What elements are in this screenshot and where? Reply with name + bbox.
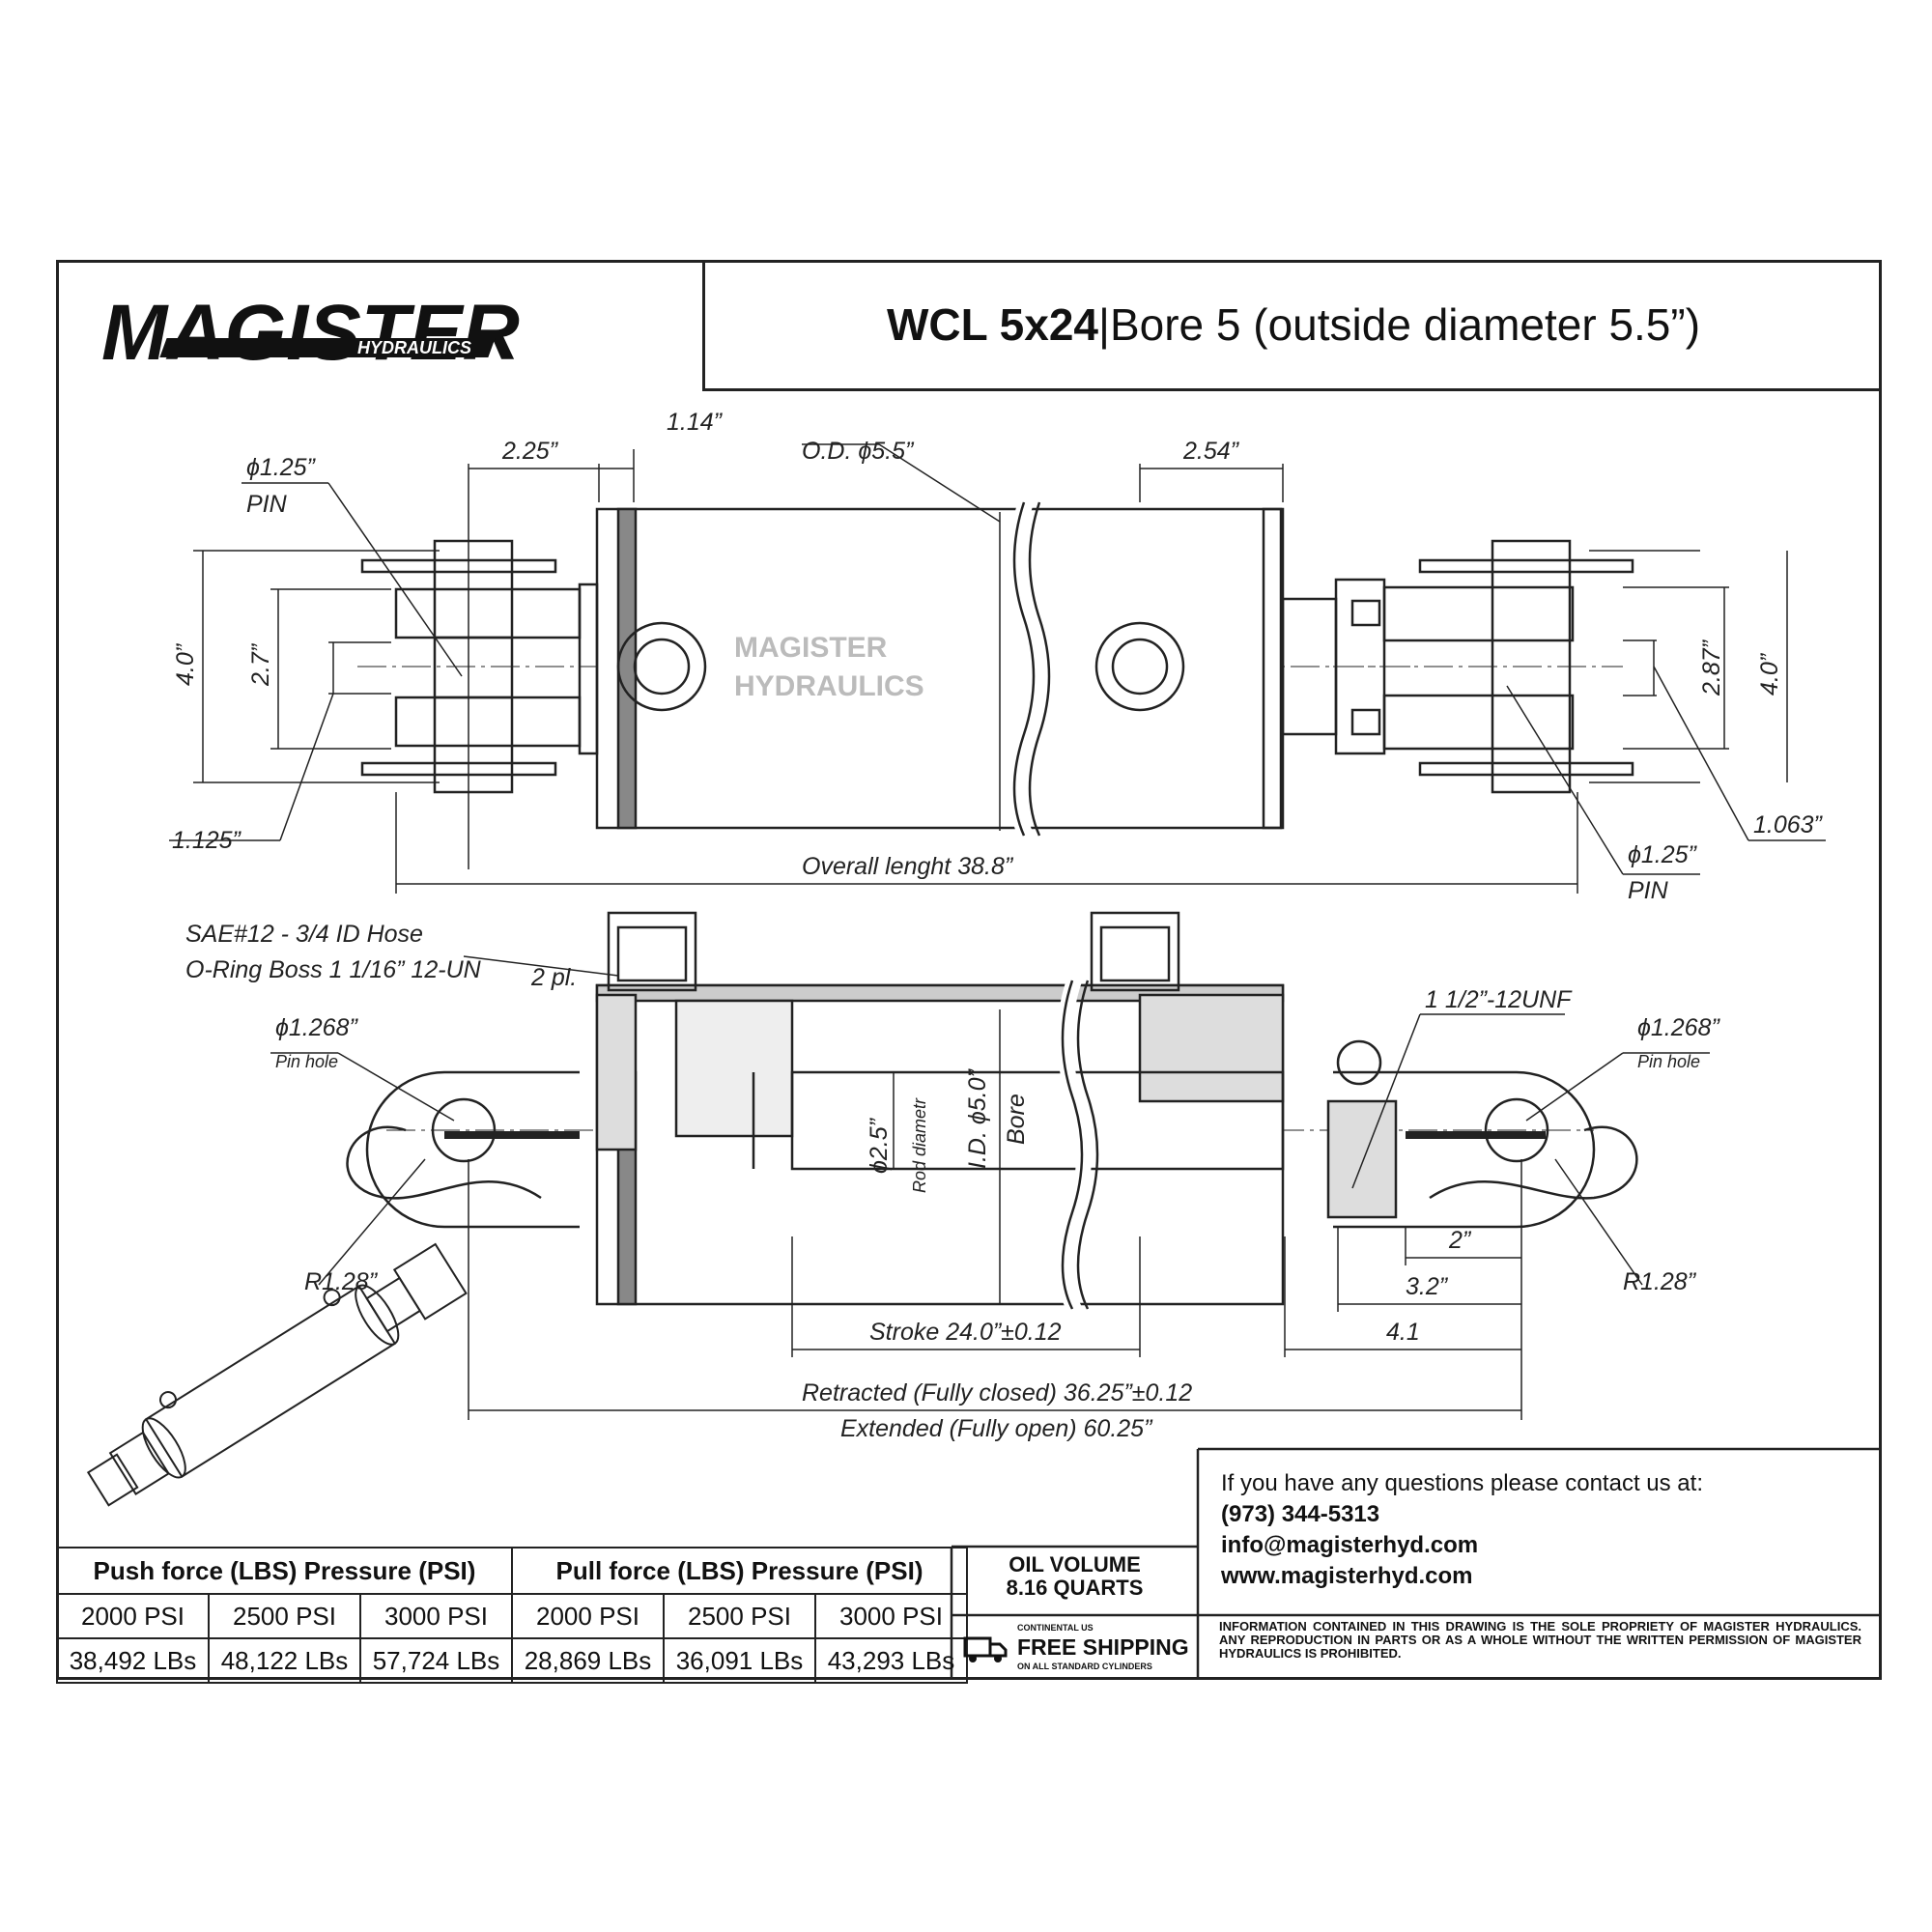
dim-pinhole-left: ϕ1.268” [275, 1014, 358, 1041]
title-separator: | [1098, 298, 1110, 350]
pressure-cell: 2000 PSI [56, 1593, 210, 1639]
pressure-cell: 2000 PSI [511, 1593, 665, 1639]
section-dimension-lines [270, 955, 1710, 1420]
sae-label-line1: SAE#12 - 3/4 ID Hose [185, 921, 423, 948]
force-cell: 28,869 LBs [511, 1637, 665, 1684]
pinhole-right-label: Pin hole [1637, 1052, 1700, 1071]
dim-4-1: 4.1 [1386, 1319, 1420, 1346]
contact-email[interactable]: info@magisterhyd.com [1221, 1532, 1479, 1558]
dim-od: O.D. ϕ5.5” [802, 438, 915, 465]
force-cell: 57,724 LBs [359, 1637, 513, 1684]
pin-left-label: PIN [246, 491, 288, 518]
dim-radius-left: R1.28” [304, 1268, 379, 1295]
shipping-subtitle: ON ALL STANDARD CYLINDERS [1017, 1662, 1152, 1671]
top-dimension-lines [169, 443, 1826, 894]
dim-2-54: 2.54” [1182, 438, 1240, 465]
dim-2: 2” [1448, 1227, 1472, 1254]
truck-icon [963, 1636, 1008, 1662]
shipping-title: FREE SHIPPING [1017, 1634, 1189, 1660]
contact-phone[interactable]: (973) 344-5313 [1221, 1501, 1380, 1527]
brand-logo: MAGISTER HYDRAULICS [101, 289, 520, 377]
dim-radius-right: R1.28” [1623, 1268, 1697, 1295]
dim-pin-right: ϕ1.25” [1628, 841, 1698, 868]
legal-notice: Information contained in this drawing is… [1219, 1619, 1861, 1661]
oil-volume-value: 8.16 QUARTS [1006, 1576, 1144, 1600]
contact-heading: If you have any questions please contact… [1221, 1470, 1703, 1496]
dim-4-0-right: 4.0” [1756, 652, 1783, 696]
dim-2-87: 2.87” [1698, 639, 1725, 696]
dim-rod: ϕ2.5” [866, 1117, 893, 1174]
watermark-line2: HYDRAULICS [734, 670, 924, 702]
rod-label: Rod diametr [910, 1097, 929, 1193]
title-box: WCL 5x24 | Bore 5 (outside diameter 5.5”… [702, 260, 1882, 391]
isometric-thumbnail [86, 1242, 468, 1507]
section-view [346, 911, 1638, 1313]
oil-volume: OIL VOLUME 8.16 QUARTS [952, 1553, 1198, 1613]
dim-pin-left: ϕ1.25” [246, 454, 317, 481]
free-shipping-badge: CONTINENTAL US FREE SHIPPING ON ALL STAN… [952, 1621, 1198, 1675]
dim-pinhole-right: ϕ1.268” [1637, 1014, 1720, 1041]
dim-extended: Extended (Fully open) 60.25” [840, 1415, 1153, 1442]
top-view [357, 499, 1634, 839]
dim-2-25: 2.25” [501, 438, 559, 465]
dim-bore: I.D. ϕ5.0” [964, 1068, 991, 1169]
dim-overall-length: Overall lenght 38.8” [802, 853, 1014, 880]
force-table: Push force (LBS) Pressure (PSI) Pull for… [56, 1547, 968, 1684]
dim-thread: 1 1/2”-12UNF [1425, 986, 1573, 1013]
contact-website[interactable]: www.magisterhyd.com [1221, 1563, 1473, 1589]
dim-1-14: 1.14” [667, 409, 724, 436]
shipping-region: CONTINENTAL US [1017, 1623, 1094, 1633]
force-cell: 36,091 LBs [663, 1637, 816, 1684]
contact-box: If you have any questions please contact… [1198, 1449, 1879, 1613]
dim-retracted: Retracted (Fully closed) 36.25”±0.12 [802, 1379, 1192, 1406]
watermark-line1: MAGISTER [734, 632, 888, 664]
sae-label-line2: O-Ring Boss 1 1/16” 12-UN [185, 956, 482, 983]
push-force-header: Push force (LBS) Pressure (PSI) [56, 1547, 513, 1595]
pressure-cell: 3000 PSI [359, 1593, 513, 1639]
bore-label: Bore [1003, 1094, 1030, 1145]
logo-main-text: MAGISTER [101, 289, 520, 377]
dim-3-2: 3.2” [1406, 1273, 1449, 1300]
pinhole-left-label: Pin hole [275, 1052, 338, 1071]
dim-1-063: 1.063” [1753, 811, 1824, 838]
dim-stroke: Stroke 24.0”±0.12 [869, 1319, 1062, 1346]
pin-right-label: PIN [1628, 877, 1669, 904]
pressure-cell: 2500 PSI [208, 1593, 361, 1639]
dim-2-7: 2.7” [247, 642, 274, 687]
title-description: Bore 5 (outside diameter 5.5”) [1109, 298, 1701, 350]
dim-1-125: 1.125” [172, 827, 242, 854]
pressure-cell: 2500 PSI [663, 1593, 816, 1639]
force-cell: 43,293 LBs [814, 1637, 968, 1684]
force-cell: 38,492 LBs [56, 1637, 210, 1684]
force-cell: 48,122 LBs [208, 1637, 361, 1684]
logo-sub-text: HYDRAULICS [357, 338, 471, 357]
dim-4-0-left: 4.0” [172, 642, 199, 686]
drawing-sheet [56, 260, 1882, 1680]
oil-volume-label: OIL VOLUME [1009, 1552, 1141, 1577]
pressure-cell: 3000 PSI [814, 1593, 968, 1639]
pull-force-header: Pull force (LBS) Pressure (PSI) [511, 1547, 968, 1595]
model-name: WCL 5x24 [886, 298, 1098, 350]
two-places-label: 2 pl. [530, 964, 577, 991]
